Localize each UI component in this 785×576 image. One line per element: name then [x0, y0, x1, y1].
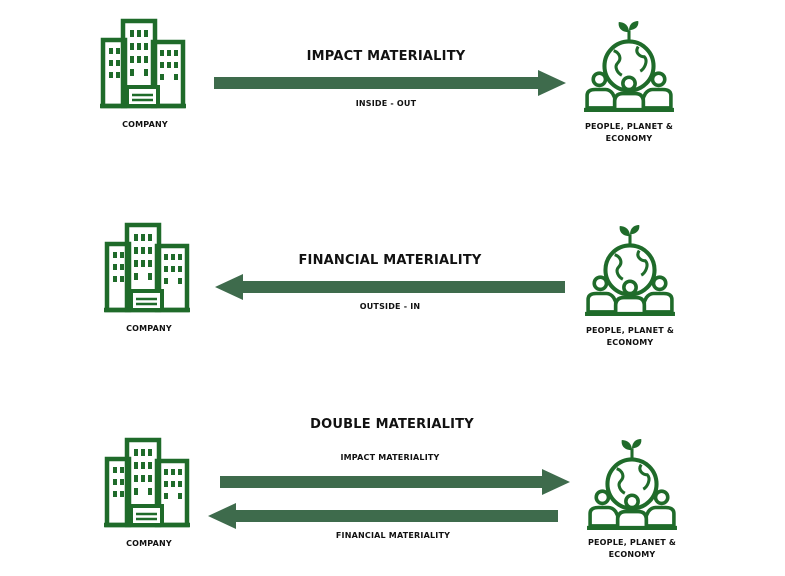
stakeholders-label-line1: PEOPLE, PLANET & — [585, 326, 675, 335]
stakeholders-label-line2: ECONOMY — [608, 550, 656, 559]
stakeholders-node-double — [586, 438, 678, 530]
company-label: COMPANY — [126, 324, 172, 333]
stakeholders-label-line1: PEOPLE, PLANET & — [587, 538, 677, 547]
double-arrow-right — [220, 469, 570, 495]
company-node-impact — [100, 18, 190, 110]
people-planet-globe-icon — [584, 224, 676, 316]
company-node-financial — [104, 222, 194, 314]
company-label: COMPANY — [122, 120, 168, 129]
financial-materiality-title: FINANCIAL MATERIALITY — [298, 253, 482, 268]
office-buildings-icon — [100, 18, 190, 110]
double-financial-arrow-label: FINANCIAL MATERIALITY — [335, 531, 451, 540]
stakeholders-label: PEOPLE, PLANET & ECONOMY — [573, 325, 687, 349]
impact-materiality-title: IMPACT MATERIALITY — [306, 49, 466, 64]
inside-out-label: INSIDE - OUT — [355, 99, 417, 108]
impact-arrow-right — [214, 70, 566, 96]
outside-in-label: OUTSIDE - IN — [359, 302, 421, 311]
stakeholders-node-financial — [584, 224, 676, 316]
office-buildings-icon — [104, 437, 194, 529]
stakeholders-label-line1: PEOPLE, PLANET & — [584, 122, 674, 131]
company-node-double — [104, 437, 194, 529]
financial-arrow-left — [215, 274, 565, 300]
double-impact-arrow-label: IMPACT MATERIALITY — [340, 453, 440, 462]
double-arrow-left — [208, 503, 558, 529]
stakeholders-label: PEOPLE, PLANET & ECONOMY — [575, 537, 689, 561]
stakeholders-node-impact — [583, 20, 675, 112]
double-materiality-title: DOUBLE MATERIALITY — [310, 417, 474, 432]
office-buildings-icon — [104, 222, 194, 314]
people-planet-globe-icon — [583, 20, 675, 112]
company-label: COMPANY — [126, 539, 172, 548]
stakeholders-label-line2: ECONOMY — [606, 338, 654, 347]
stakeholders-label-line2: ECONOMY — [605, 134, 653, 143]
people-planet-globe-icon — [586, 438, 678, 530]
stakeholders-label: PEOPLE, PLANET & ECONOMY — [572, 121, 686, 145]
